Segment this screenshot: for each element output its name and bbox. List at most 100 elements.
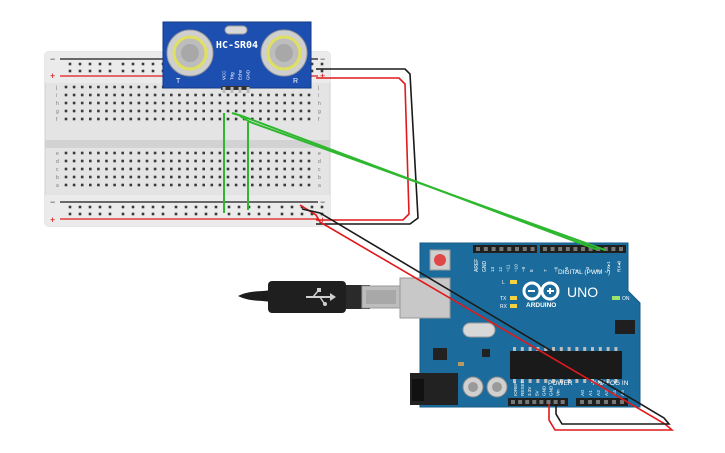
breadboard-hole[interactable]: [186, 175, 189, 179]
rail-hole[interactable]: [227, 212, 231, 216]
breadboard-hole[interactable]: [242, 109, 246, 113]
breadboard-hole[interactable]: [291, 93, 295, 97]
breadboard-hole[interactable]: [307, 183, 311, 187]
breadboard-hole[interactable]: [283, 183, 286, 187]
breadboard-hole[interactable]: [161, 151, 165, 155]
breadboard-hole[interactable]: [194, 117, 197, 121]
rail-hole[interactable]: [88, 205, 92, 209]
rail-hole[interactable]: [121, 69, 125, 73]
rail-hole[interactable]: [310, 62, 314, 66]
breadboard-hole[interactable]: [267, 117, 270, 121]
breadboard-hole[interactable]: [226, 159, 230, 163]
breadboard-hole[interactable]: [170, 167, 173, 171]
breadboard-hole[interactable]: [251, 159, 254, 163]
breadboard-hole[interactable]: [170, 159, 173, 163]
breadboard-hole[interactable]: [105, 109, 108, 113]
breadboard-hole[interactable]: [64, 93, 68, 97]
rail-hole[interactable]: [78, 62, 82, 66]
breadboard-hole[interactable]: [72, 117, 76, 121]
breadboard-hole[interactable]: [275, 109, 278, 113]
breadboard-hole[interactable]: [80, 109, 84, 113]
breadboard-hole[interactable]: [64, 183, 68, 187]
breadboard-hole[interactable]: [129, 175, 133, 179]
breadboard-hole[interactable]: [307, 109, 311, 113]
breadboard-hole[interactable]: [194, 93, 197, 97]
breadboard-hole[interactable]: [226, 167, 230, 171]
header-hole[interactable]: [499, 247, 504, 251]
breadboard-hole[interactable]: [80, 117, 84, 121]
rail-hole[interactable]: [237, 212, 241, 216]
header-hole[interactable]: [612, 400, 616, 404]
header-hole[interactable]: [604, 400, 608, 404]
breadboard-hole[interactable]: [283, 167, 286, 171]
breadboard-hole[interactable]: [267, 109, 270, 113]
digital-header-high[interactable]: [473, 245, 537, 253]
breadboard-hole[interactable]: [307, 159, 311, 163]
breadboard-hole[interactable]: [307, 101, 311, 105]
breadboard-hole[interactable]: [137, 93, 141, 97]
breadboard-hole[interactable]: [72, 151, 76, 155]
breadboard-hole[interactable]: [194, 159, 197, 163]
header-hole[interactable]: [525, 400, 530, 404]
breadboard-hole[interactable]: [161, 167, 165, 171]
breadboard-hole[interactable]: [137, 151, 141, 155]
breadboard-hole[interactable]: [194, 101, 197, 105]
breadboard-hole[interactable]: [186, 167, 189, 171]
breadboard-hole[interactable]: [210, 93, 214, 97]
breadboard-hole[interactable]: [299, 109, 303, 113]
breadboard-hole[interactable]: [242, 93, 246, 97]
breadboard-hole[interactable]: [234, 101, 238, 105]
breadboard-hole[interactable]: [194, 151, 197, 155]
breadboard-hole[interactable]: [299, 159, 303, 163]
breadboard-hole[interactable]: [202, 183, 205, 187]
breadboard-hole[interactable]: [80, 151, 84, 155]
breadboard-hole[interactable]: [105, 151, 108, 155]
header-hole[interactable]: [546, 400, 551, 404]
breadboard-hole[interactable]: [145, 117, 149, 121]
breadboard-hole[interactable]: [161, 109, 165, 113]
header-hole[interactable]: [539, 400, 544, 404]
breadboard-hole[interactable]: [210, 117, 214, 121]
breadboard-hole[interactable]: [64, 167, 68, 171]
breadboard-hole[interactable]: [291, 117, 295, 121]
breadboard-hole[interactable]: [299, 93, 303, 97]
breadboard-hole[interactable]: [113, 167, 116, 171]
breadboard-hole[interactable]: [283, 109, 286, 113]
breadboard-hole[interactable]: [275, 159, 278, 163]
breadboard-hole[interactable]: [161, 101, 165, 105]
breadboard-hole[interactable]: [113, 117, 116, 121]
rail-hole[interactable]: [78, 212, 82, 216]
breadboard-hole[interactable]: [145, 183, 149, 187]
breadboard-hole[interactable]: [105, 101, 108, 105]
breadboard-hole[interactable]: [105, 175, 108, 179]
breadboard-hole[interactable]: [251, 109, 254, 113]
breadboard-hole[interactable]: [161, 159, 165, 163]
power-header[interactable]: [508, 398, 568, 406]
rail-hole[interactable]: [68, 62, 72, 66]
breadboard-hole[interactable]: [89, 175, 92, 179]
breadboard-hole[interactable]: [121, 183, 124, 187]
rail-hole[interactable]: [280, 212, 284, 216]
breadboard-hole[interactable]: [234, 151, 238, 155]
breadboard-hole[interactable]: [72, 85, 76, 89]
breadboard-hole[interactable]: [153, 159, 157, 163]
header-hole[interactable]: [532, 400, 537, 404]
breadboard-hole[interactable]: [226, 183, 230, 187]
rail-hole[interactable]: [131, 205, 135, 209]
breadboard-hole[interactable]: [259, 167, 262, 171]
breadboard-hole[interactable]: [113, 183, 116, 187]
breadboard-hole[interactable]: [251, 151, 254, 155]
breadboard-hole[interactable]: [145, 109, 149, 113]
breadboard-hole[interactable]: [97, 159, 100, 163]
rail-hole[interactable]: [161, 212, 165, 216]
breadboard-hole[interactable]: [202, 117, 205, 121]
rail-hole[interactable]: [131, 69, 135, 73]
breadboard-hole[interactable]: [129, 85, 133, 89]
breadboard-hole[interactable]: [291, 167, 295, 171]
breadboard-hole[interactable]: [218, 101, 222, 105]
breadboard-hole[interactable]: [153, 167, 157, 171]
breadboard-hole[interactable]: [72, 93, 76, 97]
breadboard-hole[interactable]: [121, 93, 124, 97]
breadboard-hole[interactable]: [145, 159, 149, 163]
